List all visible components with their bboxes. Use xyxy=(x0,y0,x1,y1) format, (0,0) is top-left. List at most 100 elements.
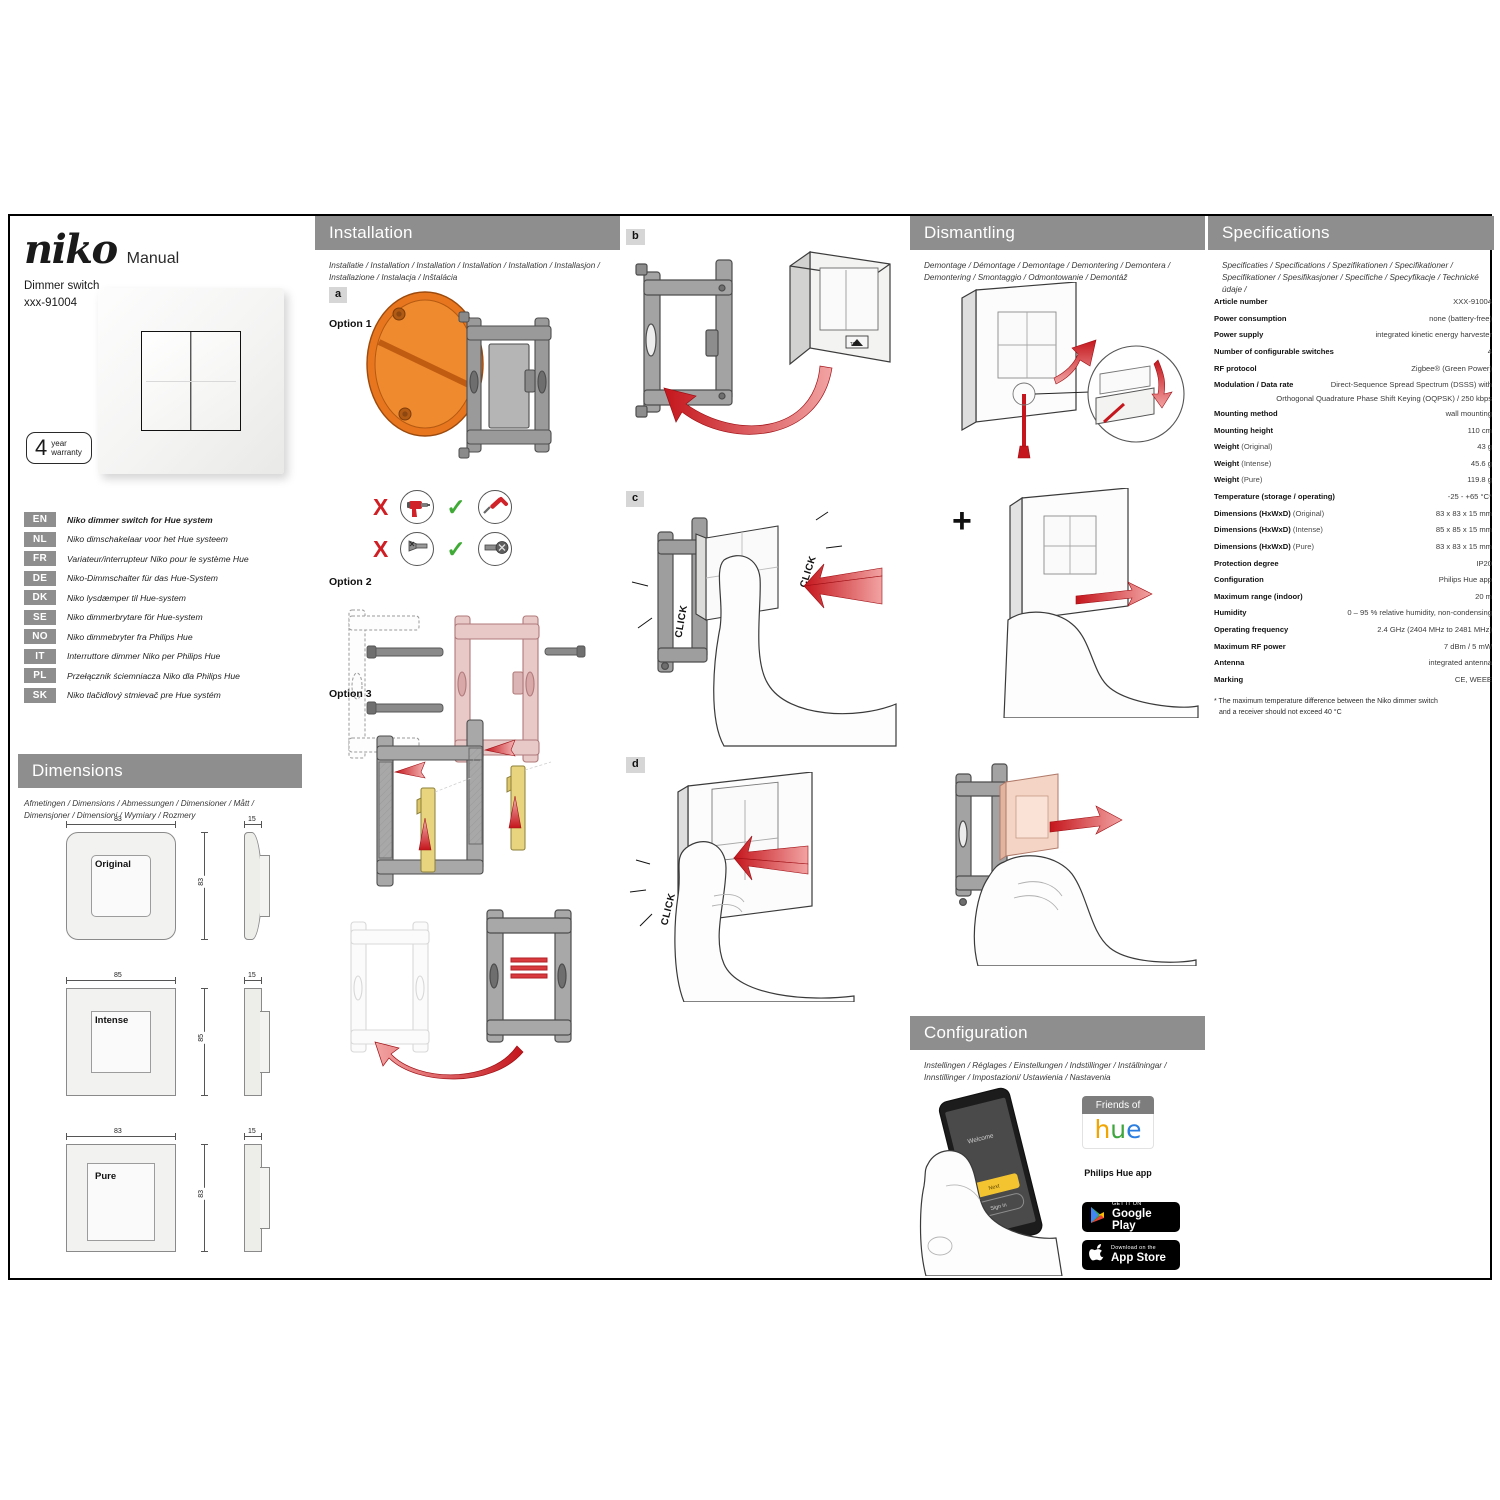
spec-key: Mounting method xyxy=(1214,408,1278,418)
table-row: Temperature (storage / operating) -25 - … xyxy=(1214,489,1492,506)
illustration-step-c: CLICK CLICK xyxy=(628,508,906,748)
tool-row-drill: X ✓ xyxy=(373,490,583,524)
lang-text-pl: Przełącznik ściemniacza Niko dla Philips… xyxy=(67,670,240,681)
table-row: Protection degree IP20 xyxy=(1214,555,1492,572)
illustration-option-3 xyxy=(321,700,611,900)
product-photo xyxy=(98,288,284,474)
spec-value: 4 xyxy=(1487,347,1492,357)
illustration-option-1 xyxy=(339,282,609,482)
option-3-label: Option 3 xyxy=(329,688,372,700)
list-item: DK Niko lysdæmper til Hue-system xyxy=(24,590,296,605)
brand-block: niko Manual xyxy=(24,226,180,273)
google-play-badge[interactable]: GET IT ON Google Play xyxy=(1082,1201,1180,1232)
screwdriver-icon xyxy=(477,490,512,524)
spec-key-main: Weight xyxy=(1214,442,1240,452)
variant-label-intense: Intense xyxy=(95,1015,129,1026)
table-row: Dimensions (HxWxD) (Pure) 83 x 83 x 15 m… xyxy=(1214,539,1492,556)
dimensions-section-title: Dimensions xyxy=(18,754,302,788)
list-item: NO Niko dimmebryter fra Philips Hue xyxy=(24,629,296,644)
spec-value: XXX-91004 xyxy=(1453,297,1492,307)
lang-text-fr: Variateur/interrupteur Niko pour le syst… xyxy=(67,553,249,564)
list-item: FR Variateur/interrupteur Niko pour le s… xyxy=(24,551,296,566)
warranty-text: year warranty xyxy=(51,439,82,457)
table-row: Configuration Philips Hue app xyxy=(1214,572,1492,589)
list-item: PL Przełącznik ściemniacza Niko dla Phil… xyxy=(24,668,296,683)
step-badge-c: c xyxy=(626,491,645,507)
dim-depth-original: 15 xyxy=(246,816,258,823)
dim-height-intense: 85 xyxy=(198,1032,205,1044)
dim-height-original: 83 xyxy=(198,876,205,888)
table-row: Weight (Original) 43 g xyxy=(1214,439,1492,456)
spec-key-variant: (Intense) xyxy=(1241,458,1272,468)
spec-value: integrated antenna xyxy=(1428,658,1492,668)
spec-value-continued: Orthogonal Quadrature Phase Shift Keying… xyxy=(1276,393,1492,403)
spec-key: Mounting height xyxy=(1214,425,1274,435)
spec-key: Power consumption xyxy=(1214,313,1287,323)
spec-key-main: Weight xyxy=(1214,475,1240,485)
spec-value: Philips Hue app xyxy=(1438,575,1492,585)
option-2-label: Option 2 xyxy=(329,576,372,588)
niko-logo: niko xyxy=(24,226,118,273)
spec-key: Article number xyxy=(1214,297,1268,307)
table-row: Mounting height 110 cm xyxy=(1214,422,1492,439)
specifications-section-subtitle: Specificaties / Specifications / Spezifi… xyxy=(1222,261,1479,294)
lang-text-de: Niko-Dimmschalter für das Hue-System xyxy=(67,573,218,583)
language-list: EN Niko dimmer switch for Hue system NL … xyxy=(24,512,296,707)
warranty-badge: 4 year warranty xyxy=(26,432,92,464)
spec-key-variant: (Original) xyxy=(1241,442,1273,452)
spec-key: Operating frequency xyxy=(1214,625,1289,635)
side-view xyxy=(244,832,270,940)
spec-key: Weight (Intense) xyxy=(1214,459,1271,469)
spec-value: 110 cm xyxy=(1467,425,1492,435)
pan-head-screw-icon xyxy=(477,532,512,566)
dim-depth-pure: 15 xyxy=(246,1128,258,1135)
table-row: Maximum range (indoor) 20 m xyxy=(1214,589,1492,606)
warranty-year-label: year xyxy=(51,438,67,448)
spec-value: 83 x 83 x 15 mm xyxy=(1435,541,1492,551)
manual-sheet: niko Manual Dimmer switch xxx-91004 4 ye… xyxy=(8,214,1494,1280)
table-row: Number of configurable switches 4 xyxy=(1214,344,1492,361)
google-play-icon xyxy=(1089,1206,1106,1229)
lang-text-nl: Niko dimschakelaar voor het Hue systeem xyxy=(67,534,228,544)
table-row: Marking CE, WEEE xyxy=(1214,672,1492,689)
spec-key-variant: (Original) xyxy=(1292,508,1325,518)
product-name: Dimmer switch xyxy=(24,280,100,292)
google-play-small-label: GET IT ON xyxy=(1112,1201,1142,1208)
phone-primary-button: Next xyxy=(988,1183,1001,1192)
table-row: Maximum RF power 7 dBm / 5 mW xyxy=(1214,639,1492,656)
spec-key: Maximum RF power xyxy=(1214,641,1286,651)
step-badge-d: d xyxy=(626,757,645,773)
dimensions-header-block: Dimensions Afmetingen / Dimensions / Abm… xyxy=(18,754,302,822)
spec-value: IP20 xyxy=(1476,558,1492,568)
front-view: Original xyxy=(66,832,176,940)
list-item: SE Niko dimmerbrytare för Hue-system xyxy=(24,609,296,625)
spec-key: Number of configurable switches xyxy=(1214,347,1334,357)
table-row: Dimensions (HxWxD) (Intense) 85 x 85 x 1… xyxy=(1214,522,1492,539)
side-view xyxy=(244,1144,270,1252)
spec-value: wall mounting xyxy=(1445,408,1492,418)
table-row: Antenna integrated antenna xyxy=(1214,655,1492,672)
power-drill-icon xyxy=(400,490,435,524)
app-store-badge[interactable]: Download on the App Store xyxy=(1082,1240,1180,1270)
lang-text-en: Niko dimmer switch for Hue system xyxy=(67,514,213,525)
lang-text-dk: Niko lysdæmper til Hue-system xyxy=(67,592,186,603)
friends-of-hue-badge: Friends of hue xyxy=(1082,1096,1154,1149)
spec-key: Maximum range (indoor) xyxy=(1214,591,1303,601)
spec-key: Dimensions (HxWxD) (Pure) xyxy=(1214,542,1314,552)
manual-label: Manual xyxy=(126,250,180,267)
spec-value: 0 – 95 % relative humidity, non-condensi… xyxy=(1347,608,1492,618)
list-item: NL Niko dimschakelaar voor het Hue syste… xyxy=(24,531,296,547)
installation-section-subtitle: Installatie / Installation / Installatio… xyxy=(329,261,600,282)
hue-app-caption: Philips Hue app xyxy=(1084,1168,1152,1178)
column-brand-dimensions: niko Manual Dimmer switch xxx-91004 4 ye… xyxy=(10,216,310,1278)
spec-value: integrated kinetic energy harvester xyxy=(1375,330,1492,340)
lang-tag-pl: PL xyxy=(24,668,56,683)
spec-key: Modulation / Data rate xyxy=(1214,380,1294,390)
spec-key: Weight (Original) xyxy=(1214,442,1273,452)
spec-key: Humidity xyxy=(1214,608,1247,618)
step-badge-a: a xyxy=(329,287,348,303)
table-row: Weight (Intense) 45.6 g xyxy=(1214,456,1492,473)
click-label-left: CLICK xyxy=(673,604,690,639)
check-icon: ✓ xyxy=(446,493,466,520)
spec-key: Dimensions (HxWxD) (Intense) xyxy=(1214,525,1323,535)
